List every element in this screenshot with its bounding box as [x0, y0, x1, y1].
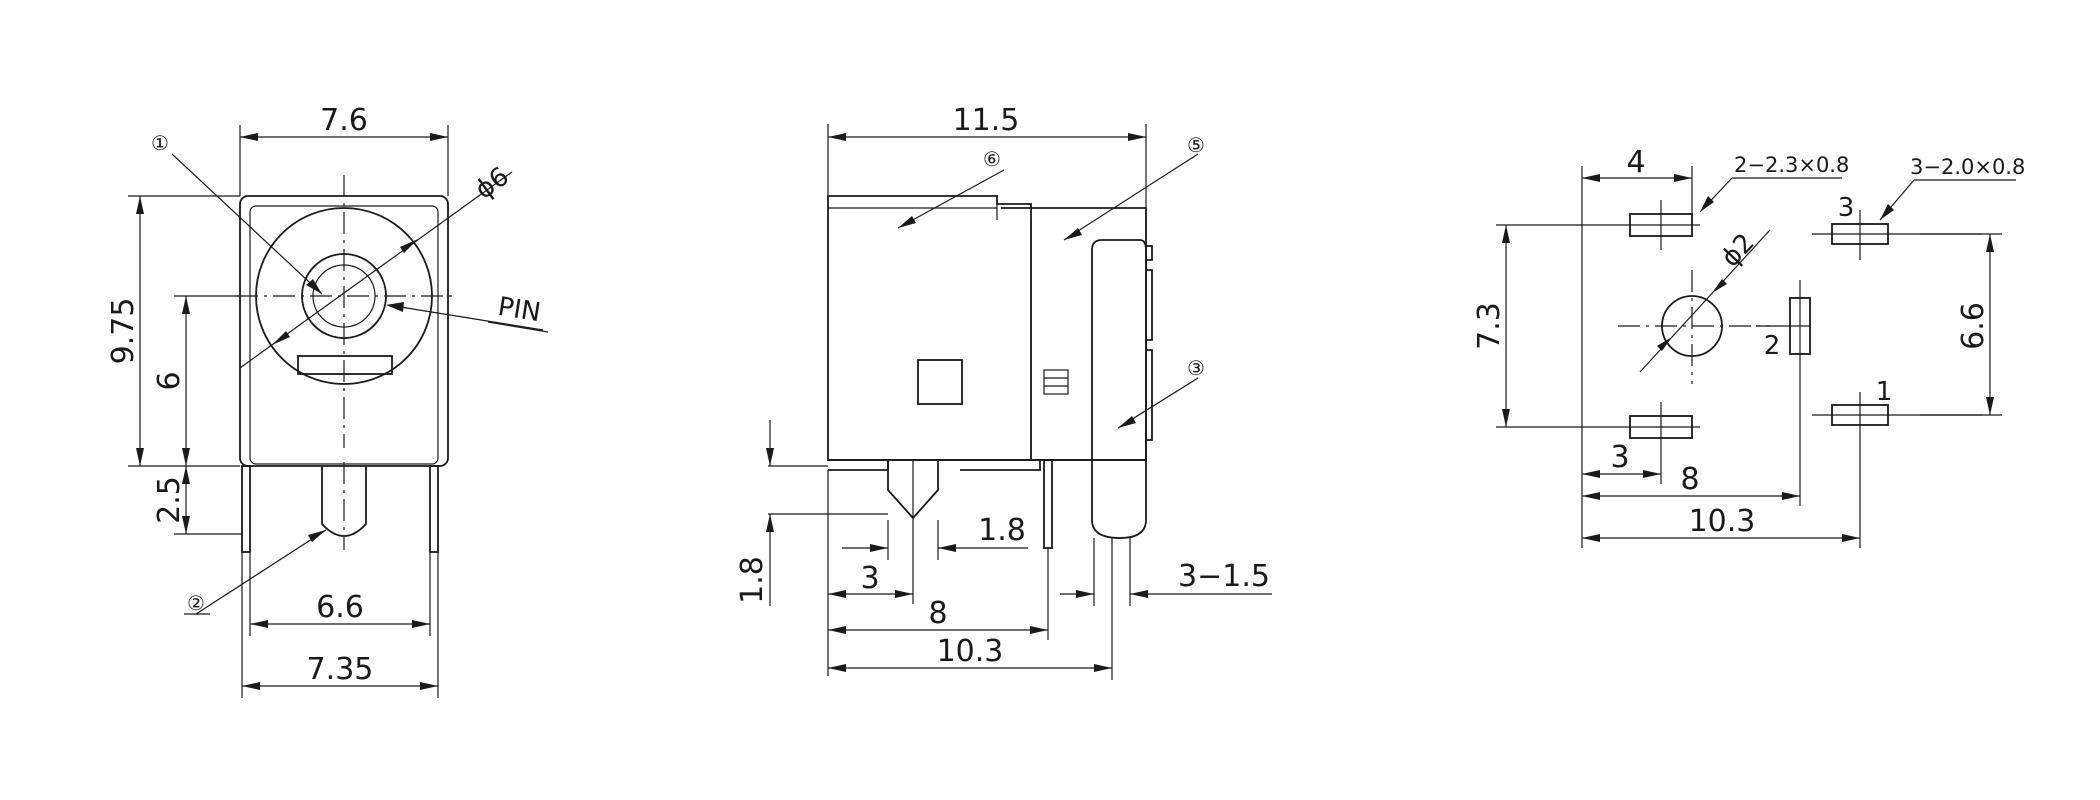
dim-side-8: 8: [928, 596, 947, 631]
pad-label-3: 3: [1838, 193, 1855, 223]
pad-label-2: 2: [1764, 331, 1781, 361]
dim-fp-3: 3: [1610, 440, 1629, 475]
pin-label: PIN: [496, 292, 543, 328]
side-view: 11.5 1.8 1.8 3 8 10.3: [735, 103, 1272, 680]
dim-side-3: 3: [860, 561, 879, 596]
dim-front-hole-dia: ϕ6: [470, 161, 515, 205]
dim-fp-7-3: 7.3: [1472, 302, 1507, 350]
dim-front-width: 7.6: [320, 103, 368, 138]
dim-front-pin-span-inner: 6.6: [316, 590, 364, 625]
dim-front-center: 6: [152, 371, 187, 390]
callout-2: ②: [187, 591, 205, 615]
callout-1: ①: [151, 131, 169, 155]
dim-front-height: 9.75: [106, 298, 141, 365]
callout-3: ③: [1187, 356, 1205, 380]
dim-side-h-1-8: 1.8: [978, 513, 1026, 548]
dim-front-pin-length: 2.5: [152, 476, 187, 524]
dim-side-pin-width: 3−1.5: [1178, 559, 1270, 594]
note-pad-size: 3−2.0×0.8: [1910, 155, 2025, 179]
callout-6: ⑥: [983, 147, 1001, 171]
dim-side-10-3: 10.3: [937, 634, 1004, 669]
dim-side-v-1-8: 1.8: [735, 556, 770, 604]
front-view: 7.6 9.75 6 2.5 6.6 7.35: [106, 103, 549, 698]
dim-front-pin-span-outer: 7.35: [307, 652, 374, 687]
pad-label-1: 1: [1876, 377, 1893, 407]
dim-fp-8: 8: [1680, 462, 1699, 497]
dim-fp-4: 4: [1626, 145, 1645, 180]
dim-fp-10-3: 10.3: [1689, 504, 1756, 539]
footprint-view: ϕ2 4 2−2.3×0.8 3−2.0×0.8 7.3 6.6: [1472, 145, 2025, 548]
dim-side-width: 11.5: [953, 103, 1020, 138]
note-slot-size: 2−2.3×0.8: [1734, 153, 1849, 177]
callout-5: ⑤: [1187, 133, 1205, 157]
dim-fp-hole-dia: ϕ2: [1716, 228, 1761, 273]
dim-fp-6-6: 6.6: [1956, 302, 1991, 350]
